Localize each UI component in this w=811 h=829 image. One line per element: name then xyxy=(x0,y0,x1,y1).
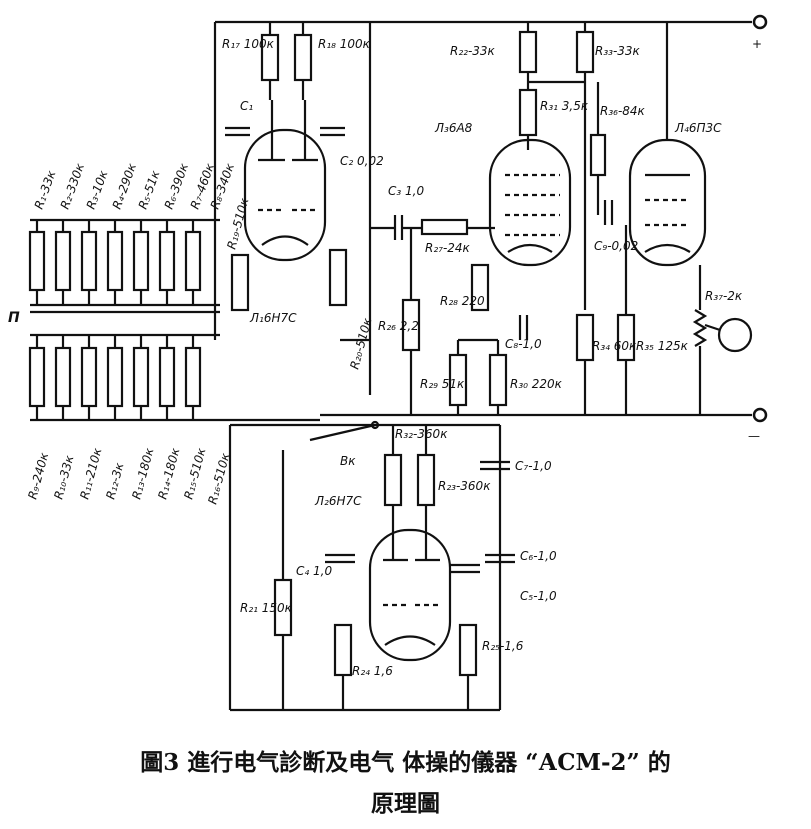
tube-l3-label: Л₃6А8 xyxy=(434,121,473,135)
label-r18: R₁₈ 100к xyxy=(318,37,371,51)
label-r29: R₂₉ 51к xyxy=(420,377,465,391)
label-r10: R₁₀-33к xyxy=(51,453,76,501)
tube-l2-label: Л₂6Н7С xyxy=(314,494,362,508)
label-r22: R₂₂-33к xyxy=(450,44,496,58)
figure-caption-line1: 圖3 進行电气診断及电气 体操的儀器 “АСМ-2” 的 xyxy=(140,749,671,776)
capacitor-c8 xyxy=(518,315,529,340)
label-r2: R₂-330к xyxy=(58,161,88,211)
label-c2: C₂ 0,02 xyxy=(340,154,384,168)
resistor-r22 xyxy=(518,30,538,74)
label-r5: R₅-51к xyxy=(136,168,163,211)
label-r19: R₁₉-510к xyxy=(224,196,251,251)
resistor-r18 xyxy=(293,33,313,82)
label-r34: R₃₄ 60к xyxy=(592,339,637,353)
resistor-r33 xyxy=(575,30,595,74)
label-c4: C₄ 1,0 xyxy=(296,564,332,578)
tube-l4-label: Л₄6П3С xyxy=(674,121,722,135)
label-r37: R₃₇-2к xyxy=(705,289,743,303)
resistor-r23 xyxy=(416,453,436,507)
resistor-r37 xyxy=(692,309,708,347)
capacitor-c1 xyxy=(225,126,250,137)
label-r9: R₉-240к xyxy=(25,450,51,500)
label-r12: R₁₂-3к xyxy=(103,461,126,501)
tube-l2-symbol xyxy=(368,505,452,662)
label-r11: R₁₁-210к xyxy=(77,446,104,501)
label-r28: R₂₈ 220 xyxy=(440,294,485,308)
resistor-r34 xyxy=(575,313,595,362)
resistor-r30 xyxy=(488,353,508,407)
minus-terminal-icon xyxy=(752,407,768,423)
resistor-r36 xyxy=(589,133,607,177)
label-r36: R₃₆-84к xyxy=(600,104,646,118)
label-r4: R₄-290к xyxy=(110,161,140,211)
label-r16: R₁₆-510к xyxy=(205,451,232,506)
capacitor-c5 xyxy=(450,563,480,574)
resistor-r20 xyxy=(328,248,348,307)
label-c5: C₅-1,0 xyxy=(520,589,557,603)
label-r27: R₂₇-24к xyxy=(425,241,471,255)
resistor-r25 xyxy=(458,623,478,677)
label-r6: R₆-390к xyxy=(162,161,192,211)
label-r15: R₁₅-510к xyxy=(181,446,208,501)
switch-bk-symbol xyxy=(309,420,380,442)
label-r23: R₂₃-360к xyxy=(438,479,491,493)
label-c9: C₉-0,02 xyxy=(594,239,638,253)
label-c3: C₃ 1,0 xyxy=(388,184,424,198)
resistor-r32 xyxy=(383,453,403,507)
capacitor-c7 xyxy=(480,460,510,471)
label-r21: R₂₁ 150к xyxy=(240,601,293,615)
label-c7: C₇-1,0 xyxy=(515,459,552,473)
tube-l4-symbol xyxy=(628,22,707,267)
label-c1: C₁ xyxy=(240,99,253,113)
label-r32: R₃₂-360к xyxy=(395,427,448,441)
tube-l3-symbol xyxy=(488,138,572,267)
resistor-r28 xyxy=(470,263,490,312)
capacitor-c6 xyxy=(485,553,515,564)
resistor-r19 xyxy=(230,253,250,312)
tube-l1-label: Л₁6Н7С xyxy=(249,311,297,325)
label-switch-bk: Вк xyxy=(340,454,356,468)
lower-resistor-bank xyxy=(28,335,202,420)
label-r30: R₃₀ 220к xyxy=(510,377,563,391)
capacitor-c9 xyxy=(603,200,614,225)
figure-caption-line2: 原理圖 xyxy=(371,790,440,817)
label-r31: R₃₁ 3,5к xyxy=(540,99,589,113)
switch-p-label: П xyxy=(8,310,20,326)
capacitor-c4 xyxy=(325,553,355,564)
label-r17: R₁₇ 100к xyxy=(222,37,275,51)
resistor-r31 xyxy=(518,88,538,137)
tube-l1-symbol xyxy=(243,100,327,262)
capacitor-c2 xyxy=(320,126,345,137)
plus-terminal-icon xyxy=(752,14,768,30)
label-r25: R₂₅-1,6 xyxy=(482,639,524,653)
meter-symbol xyxy=(717,317,753,353)
plus-label: + xyxy=(752,37,762,51)
label-r26: R₂₆ 2,2 xyxy=(378,319,419,333)
label-r13: R₁₃-180к xyxy=(129,446,156,501)
label-r24: R₂₄ 1,6 xyxy=(352,664,393,678)
label-r14: R₁₄-180к xyxy=(155,446,182,501)
upper-resistor-bank xyxy=(28,220,202,305)
label-c8: C₈-1,0 xyxy=(505,337,542,351)
label-c6: C₆-1,0 xyxy=(520,549,557,563)
resistor-r35 xyxy=(616,313,636,362)
label-r3: R₃-10к xyxy=(84,168,111,211)
resistor-r24 xyxy=(333,623,353,677)
capacitor-c3 xyxy=(393,215,404,240)
label-r35: R₃₅ 125к xyxy=(636,339,689,353)
label-r1: R₁-33к xyxy=(32,168,59,211)
resistor-r27 xyxy=(420,218,469,236)
minus-label: — xyxy=(748,429,760,443)
label-r33: R₃₃-33к xyxy=(595,44,641,58)
circuit-schematic: + — П Л₁6Н7С Л₂6Н7С Л₃6А8 Л₄6П3С R₁-33к … xyxy=(8,14,768,712)
